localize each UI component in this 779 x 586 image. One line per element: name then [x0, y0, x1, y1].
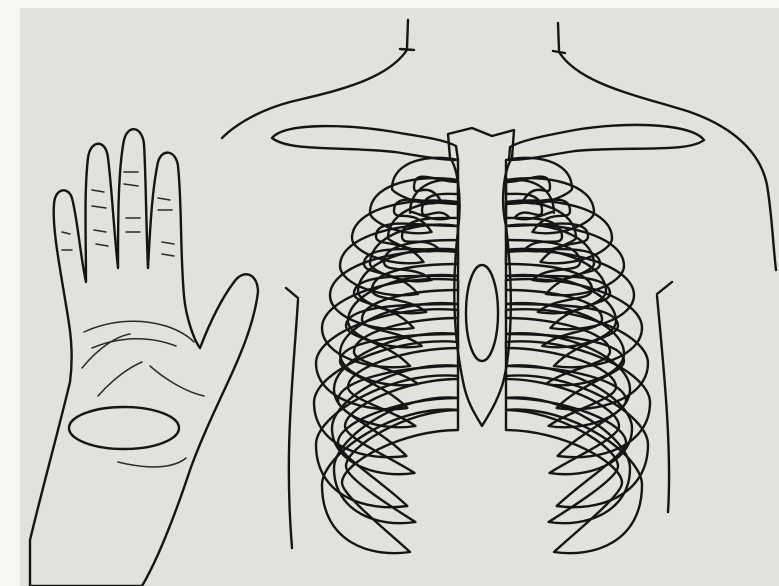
hand-and-chest-illustration [0, 0, 779, 586]
illustration-frame [0, 0, 779, 586]
